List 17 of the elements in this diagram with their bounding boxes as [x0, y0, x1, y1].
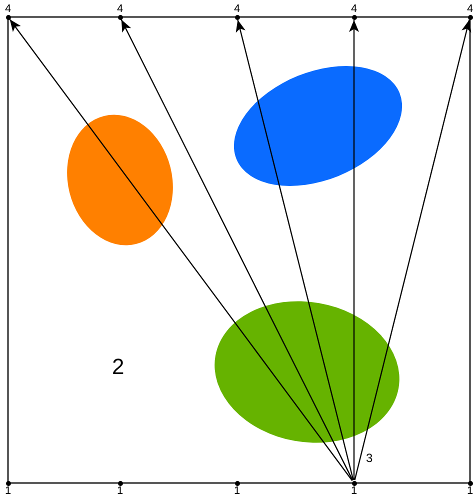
arrow — [120, 19, 354, 481]
point-label: 1 — [116, 486, 124, 496]
angle-number: 3 — [366, 451, 373, 465]
arrow — [349, 20, 359, 480]
point-label: 4 — [466, 4, 474, 14]
point-label: 1 — [234, 486, 240, 496]
point-label: 1 — [350, 486, 358, 496]
point-label: 4 — [234, 4, 240, 14]
arrow — [236, 20, 354, 480]
region-number: 2 — [112, 354, 124, 380]
point-label: 1 — [4, 486, 12, 496]
arrow — [9, 19, 353, 481]
arrow — [354, 20, 472, 480]
point-label: 1 — [466, 486, 474, 496]
point-label: 4 — [116, 4, 124, 14]
point-label: 4 — [4, 4, 12, 14]
point-label: 4 — [350, 4, 358, 14]
